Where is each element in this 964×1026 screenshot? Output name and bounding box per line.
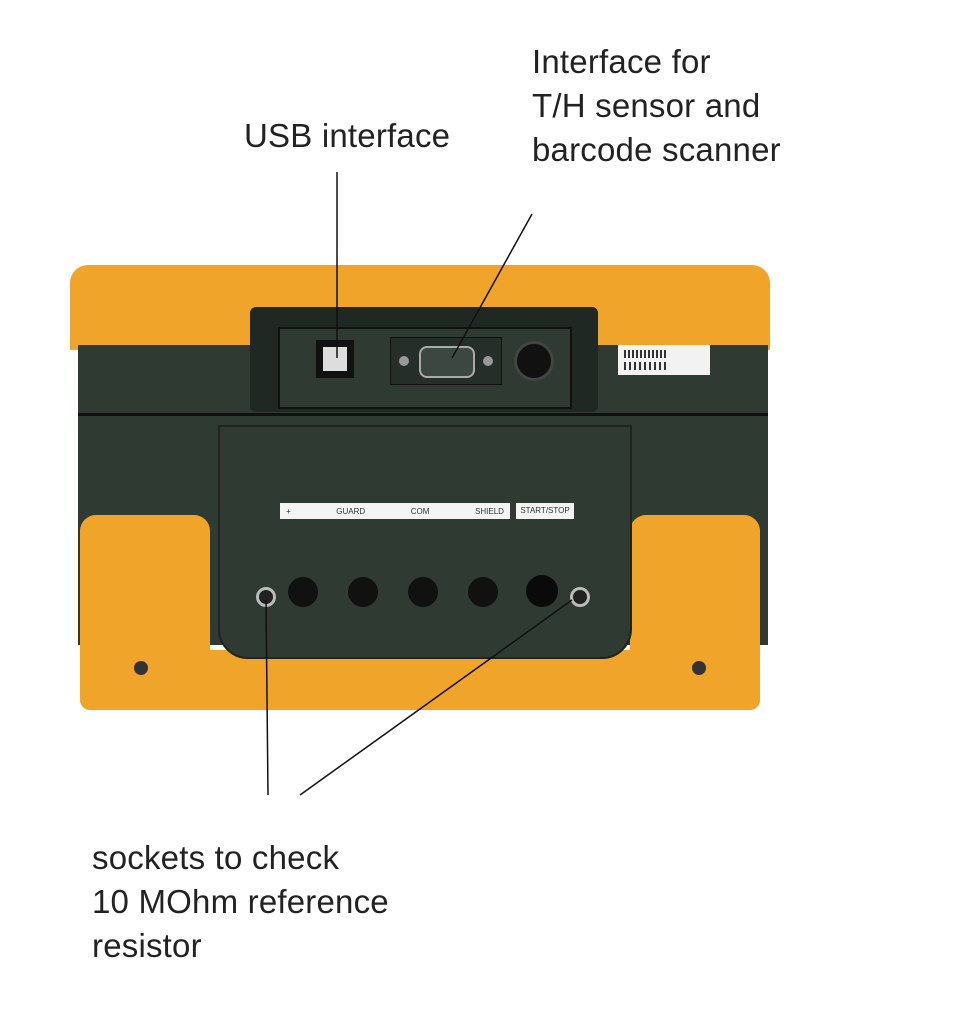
reference-sockets-label: sockets to check 10 MOhm reference resis…: [92, 839, 389, 964]
usb-port: [316, 340, 354, 378]
socket-guard: [348, 577, 378, 607]
panel-label-strip: + GUARD COM SHIELD: [280, 503, 510, 519]
socket-plus: [288, 577, 318, 607]
start-stop-label: START/STOP: [516, 503, 574, 519]
ref-leader-line-left: [265, 599, 269, 796]
socket-start-stop: [526, 575, 558, 607]
reference-socket-right: [570, 587, 590, 607]
screw-left: [134, 661, 148, 675]
serial-port: [390, 337, 502, 385]
screw-right: [692, 661, 706, 675]
barcode-sticker: [618, 345, 710, 375]
device-photo: + GUARD COM SHIELD START/STOP: [70, 265, 770, 710]
socket-shield: [468, 577, 498, 607]
socket-panel: [218, 425, 632, 659]
socket-com: [408, 577, 438, 607]
th-sensor-interface-label: Interface for T/H sensor and barcode sca…: [532, 43, 781, 168]
seam: [78, 413, 768, 416]
usb-interface-label: USB interface: [244, 117, 451, 154]
th-leader-line: [451, 213, 533, 359]
bottom-bumper: [170, 650, 670, 710]
ref-leader-line-right: [299, 599, 573, 796]
power-jack: [514, 341, 554, 381]
